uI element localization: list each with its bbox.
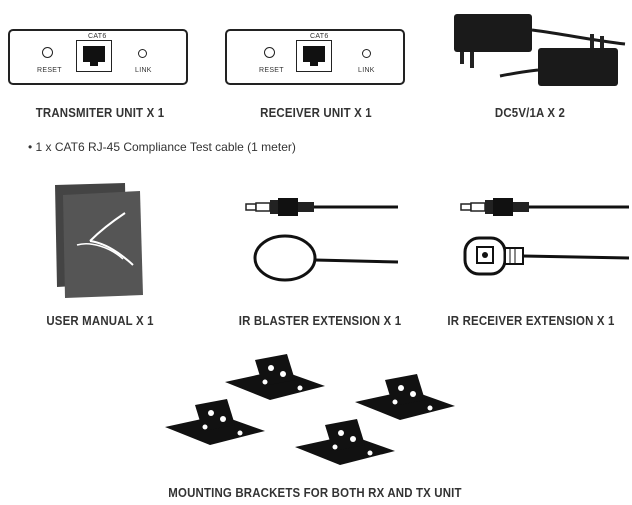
- transmitter-unit: RESET CAT6 LINK: [8, 29, 188, 85]
- mounting-brackets-icon: [165, 354, 455, 465]
- receiver-caption: RECEIVER UNIT X 1: [260, 105, 372, 120]
- reset-label: RESET: [259, 67, 284, 74]
- manual-caption: USER MANUAL X 1: [46, 313, 154, 328]
- reset-label: RESET: [37, 67, 62, 74]
- ir-receiver-caption: IR RECEIVER EXTENSION X 1: [447, 313, 615, 328]
- link-label: LINK: [358, 67, 375, 74]
- rj45-port-icon: [76, 40, 112, 72]
- ir-blaster-caption: IR BLASTER EXTENSION X 1: [238, 313, 402, 328]
- link-label: LINK: [135, 67, 152, 74]
- reset-button-icon: [264, 47, 275, 58]
- link-led-icon: [138, 49, 147, 58]
- rj45-port-icon: [296, 40, 332, 72]
- power-caption: DC5V/1A X 2: [494, 105, 566, 120]
- cable-note: • 1 x CAT6 RJ-45 Compliance Test cable (…: [28, 140, 296, 154]
- brackets-caption: MOUNTING BRACKETS FOR BOTH RX AND TX UNI…: [168, 485, 462, 500]
- receiver-unit: RESET CAT6 LINK: [225, 29, 405, 85]
- port-label: CAT6: [310, 33, 329, 40]
- transmitter-caption: TRANSMITER UNIT X 1: [35, 105, 165, 120]
- user-manual-icon: [55, 183, 143, 298]
- port-label: CAT6: [88, 33, 107, 40]
- ir-blaster-icon: [245, 198, 399, 282]
- reset-button-icon: [42, 47, 53, 58]
- link-led-icon: [362, 49, 371, 58]
- power-adapter-icon: [454, 14, 626, 86]
- ir-receiver-icon: [460, 198, 630, 276]
